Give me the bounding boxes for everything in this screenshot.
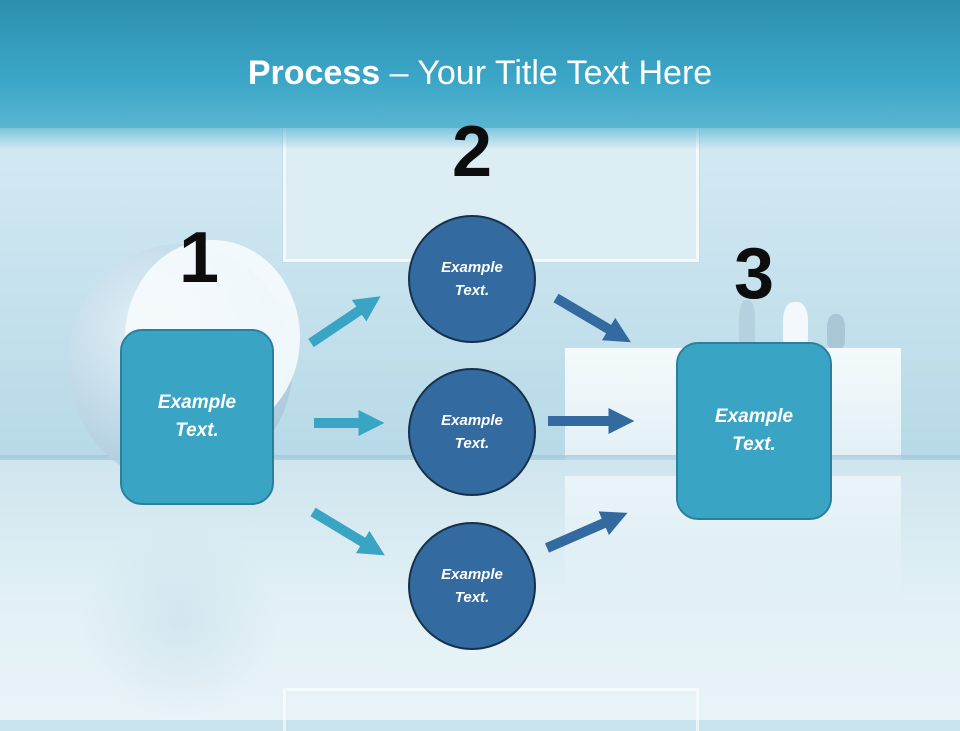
step-2-circle-top: Example Text. [408,215,536,343]
step-2-circle-middle: Example Text. [408,368,536,496]
step-3-box: Example Text. [676,342,832,520]
slide-title-bold: Process [247,54,381,92]
title-banner [0,0,960,128]
background-vase [783,302,808,348]
background-frame-reflection [283,688,699,731]
title-banner-fade [0,128,960,150]
step-2-circle-bottom: Example Text. [408,522,536,650]
step-1-number: 1 [178,218,220,298]
slide-title: Process – Your Title Text Here [0,54,960,93]
background-vase [739,300,755,348]
step-2-number: 2 [451,112,493,192]
background-vase [827,314,845,348]
slide-title-rest: – Your Title Text Here [380,54,713,92]
step-1-box: Example Text. [120,329,274,505]
background-chair-reflection [80,520,280,720]
step-3-number: 3 [733,234,775,314]
